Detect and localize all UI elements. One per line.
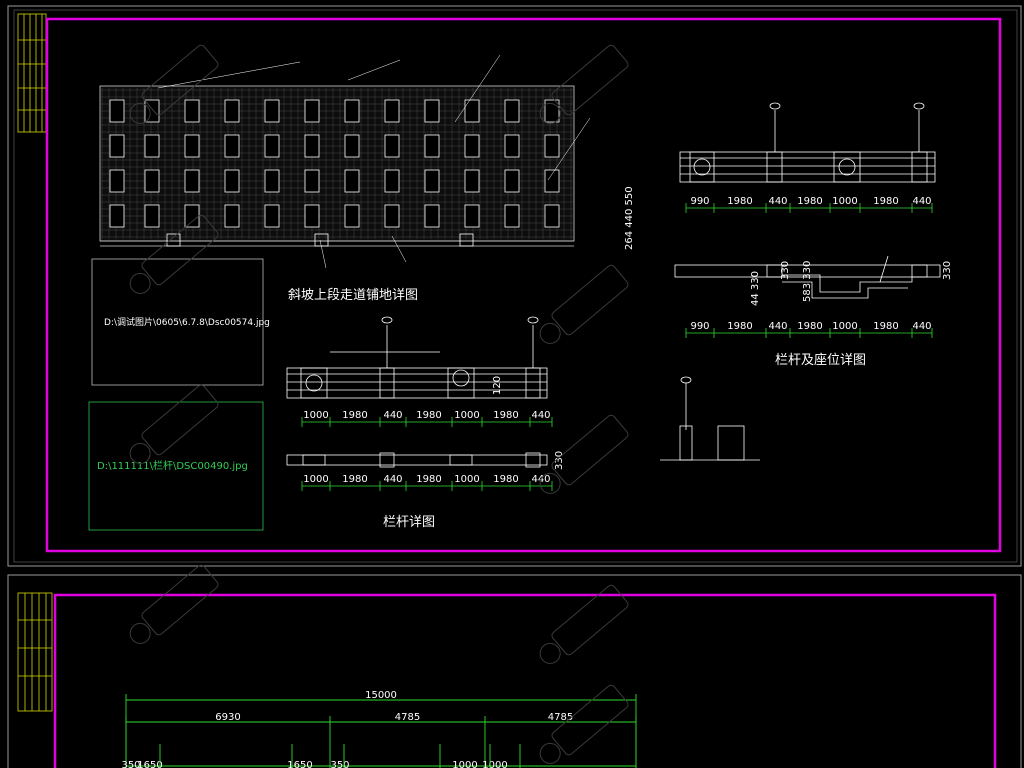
dim-value: 1980: [493, 410, 518, 421]
dim-value: 440: [768, 196, 787, 207]
dim-seat-vertical-b: 44 330: [750, 271, 761, 306]
dim-value: 1980: [416, 410, 441, 421]
dim-sub: 1000: [452, 760, 477, 768]
dim-value: 1000: [832, 196, 857, 207]
dim-value: 1980: [342, 410, 367, 421]
watermark-logo: [539, 44, 629, 124]
dim-value: 1980: [727, 321, 752, 332]
image-ref-1: D:\调试图片\0605\6.7.8\Dsc00574.jpg: [104, 316, 270, 328]
dim-value: 440: [912, 321, 931, 332]
dims-rail-mid: 990 1980 440 1980 1000 1980 440: [685, 321, 933, 338]
dim-value: 1000: [303, 474, 328, 485]
dim-value: 440: [768, 321, 787, 332]
paving-plan: [99, 54, 591, 269]
dim-value: 1980: [873, 196, 898, 207]
sheet1-border: [7, 5, 1022, 567]
watermark-logo: [129, 564, 219, 644]
dim-value: 1000: [454, 474, 479, 485]
railing-seat-detail-title: 栏杆及座位详图: [775, 353, 866, 368]
watermark-logo: [539, 584, 629, 664]
watermark-logo: [129, 384, 219, 464]
dim-detail-vertical-b: 330: [554, 451, 565, 470]
watermark-logo: [539, 264, 629, 344]
sheet1-inner-border: [13, 9, 1018, 563]
watermark-logo: [539, 684, 629, 764]
dim-value: 440: [383, 410, 402, 421]
dim-sub: 350: [121, 760, 140, 768]
dim-value: 440: [531, 410, 550, 421]
railing-elevation-top: [679, 102, 936, 183]
dim-value: 1980: [873, 321, 898, 332]
watermark-logo: [129, 214, 219, 294]
seat-plan: [674, 255, 941, 299]
seat-section: [660, 376, 760, 461]
dim-segment: 4785: [395, 712, 420, 723]
image-ref-box-1: [91, 258, 264, 386]
sheet1-frame: [45, 17, 1002, 553]
dim-value: 1000: [832, 321, 857, 332]
sheet2-border: [7, 574, 1022, 768]
dim-value: 990: [690, 321, 709, 332]
dim-sub: 350: [330, 760, 349, 768]
railing-detail-title: 栏杆详图: [383, 515, 435, 530]
dim-sub: 1650: [287, 760, 312, 768]
dim-seat-vertical-d: 330: [942, 261, 953, 280]
dim-value: 440: [912, 196, 931, 207]
dim-value: 990: [690, 196, 709, 207]
dim-segment: 4785: [548, 712, 573, 723]
dim-segment: 6930: [215, 712, 240, 723]
dim-total: 15000: [365, 690, 397, 701]
watermark-logo: [129, 44, 219, 124]
dim-seat-vertical-c: 583 330: [802, 261, 813, 302]
railing-elevation-center: [286, 316, 548, 399]
sheet2-frame: [53, 593, 997, 768]
paving-detail-title: 斜坡上段走道铺地详图: [288, 288, 418, 303]
dim-value: 1980: [416, 474, 441, 485]
dim-sub: 1650: [137, 760, 162, 768]
image-ref-box-2: [88, 401, 264, 531]
dim-sub: 1000: [482, 760, 507, 768]
dim-value: 1000: [303, 410, 328, 421]
dim-value: 1980: [342, 474, 367, 485]
railing-plan-center: [286, 452, 548, 468]
dim-value: 1980: [797, 321, 822, 332]
dim-value: 1980: [797, 196, 822, 207]
sheet1-title-block-grid: [17, 13, 47, 133]
watermark-column: [129, 44, 629, 764]
dim-value: 440: [383, 474, 402, 485]
dim-value: 1980: [727, 196, 752, 207]
watermark-logo: [539, 414, 629, 494]
dims-rail-detail-1: 1000 1980 440 1980 1000 1980 440: [301, 410, 553, 427]
dim-value: 1000: [454, 410, 479, 421]
dims-rail-top: 990 1980 440 1980 1000 1980 440: [685, 196, 933, 213]
sheet2-title-block-grid: [17, 592, 53, 712]
dim-value: 1980: [493, 474, 518, 485]
dim-rail-vertical: 264 440 550: [624, 186, 635, 250]
dim-detail-vertical-a: 120: [492, 376, 503, 395]
dim-seat-vertical-a: 330: [780, 261, 791, 280]
image-ref-2: D:\111111\栏杆\DSC00490.jpg: [97, 459, 248, 472]
